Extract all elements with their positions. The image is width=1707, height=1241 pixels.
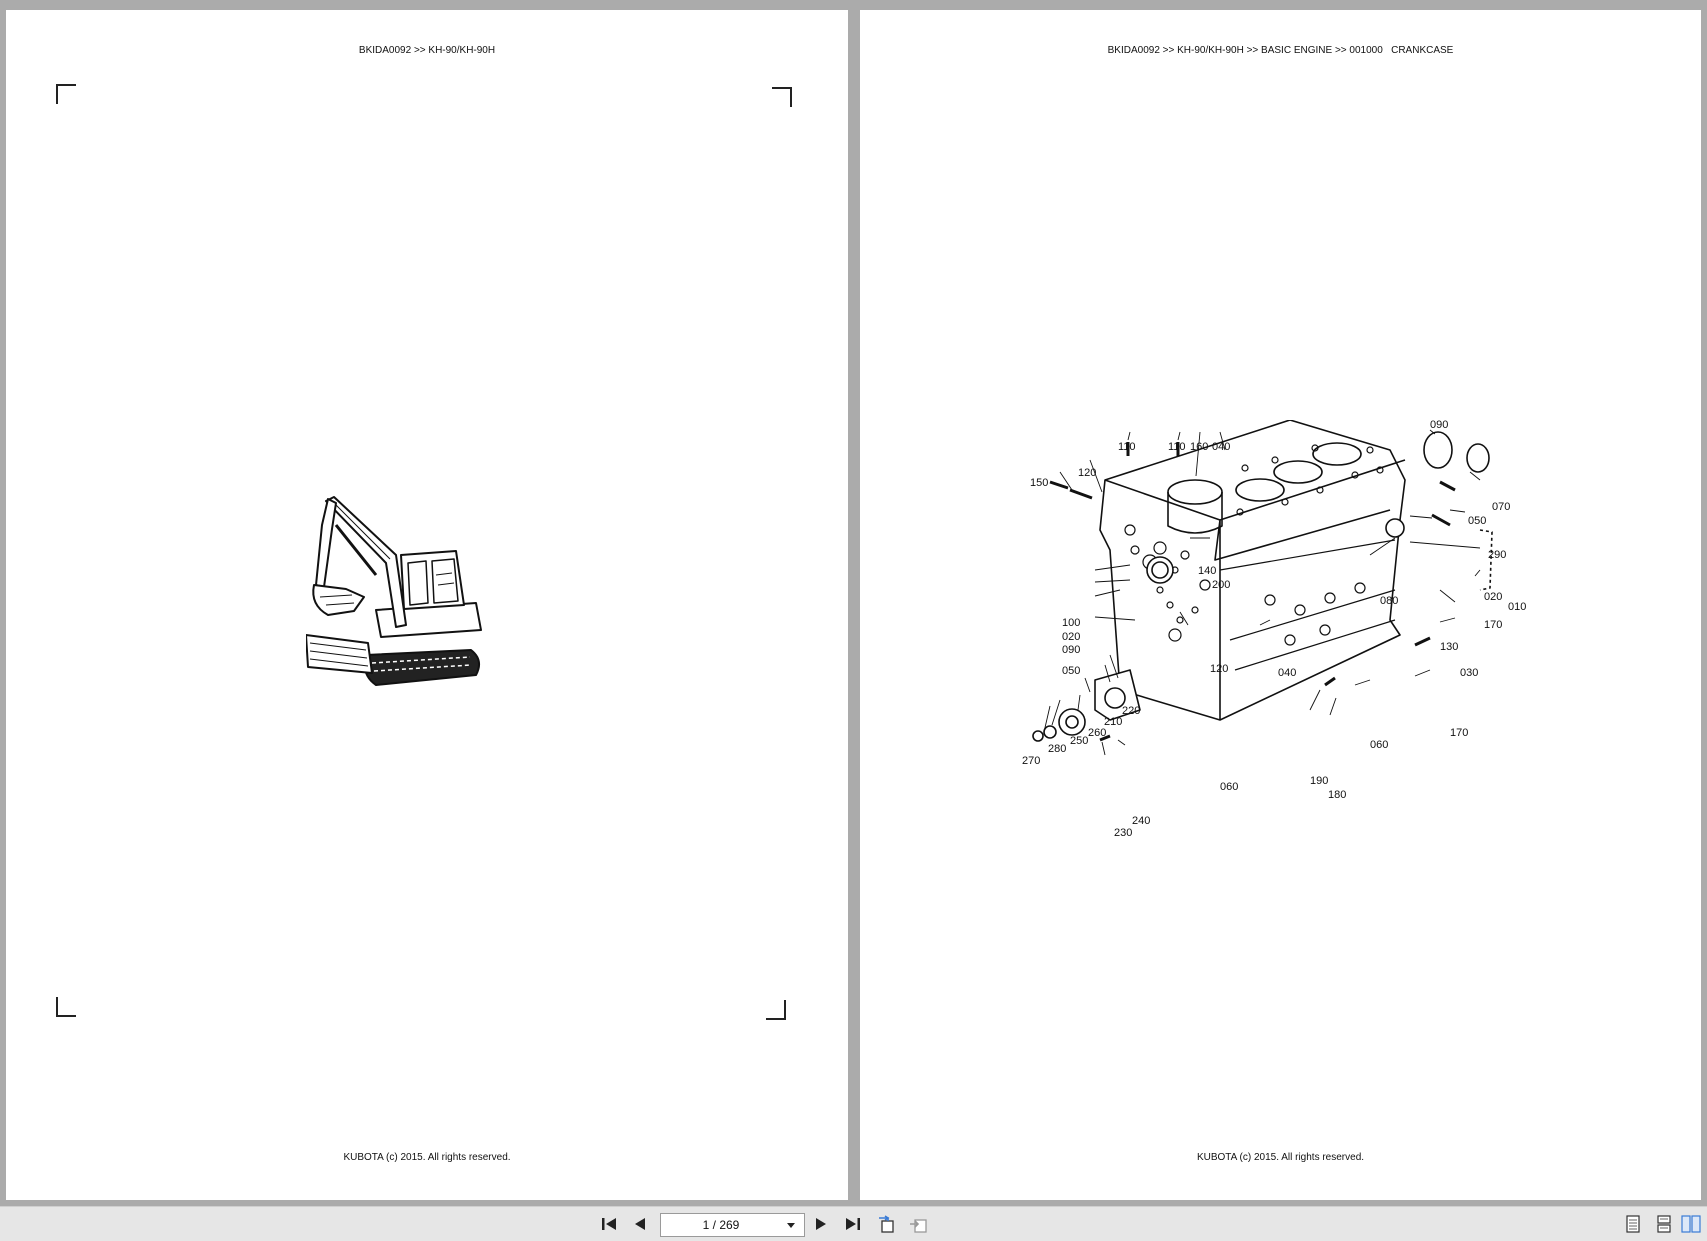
continuous-view-icon [1657, 1215, 1671, 1233]
callout-label: 040 [1278, 667, 1296, 679]
callout-label: 280 [1048, 743, 1066, 755]
callout-label: 010 [1508, 601, 1526, 613]
chevron-down-icon[interactable] [781, 1221, 801, 1229]
export-button[interactable] [907, 1213, 929, 1235]
callout-label: 110 [1118, 441, 1136, 453]
rotate-icon [879, 1215, 894, 1233]
last-page-icon [846, 1218, 860, 1230]
export-icon [910, 1219, 927, 1233]
callout-label: 210 [1104, 716, 1122, 728]
callout-label: 180 [1328, 789, 1346, 801]
crankcase-exploded-diagram: 090 110 110 160 040 120 150 070 050 290 … [1022, 420, 1526, 839]
callout-label: 130 [1440, 641, 1458, 653]
callout-label: 020 [1484, 591, 1502, 603]
callout-label: 070 [1492, 501, 1510, 513]
callout-label: 290 [1488, 549, 1506, 561]
callout-label: 270 [1022, 755, 1040, 767]
last-page-button[interactable] [842, 1213, 864, 1235]
previous-page-icon [635, 1218, 645, 1230]
callout-label: 090 [1062, 644, 1080, 656]
callout-label: 160 [1190, 441, 1208, 453]
callout-label: 100 [1062, 617, 1080, 629]
crop-mark-bottom-right [766, 1000, 786, 1020]
callout-label: 230 [1114, 827, 1132, 839]
document-page-left: BKIDA0092 >> KH-90/KH-90H [6, 10, 848, 1200]
first-page-icon [602, 1218, 616, 1230]
page-header: BKIDA0092 >> KH-90/KH-90H [358, 45, 496, 56]
crop-mark-bottom-left [56, 997, 76, 1017]
callout-label: 240 [1132, 815, 1150, 827]
page-footer: KUBOTA (c) 2015. All rights reserved. [343, 1152, 511, 1163]
callout-label: 250 [1070, 735, 1088, 747]
document-page-right: BKIDA0092 >> KH-90/KH-90H >> BASIC ENGIN… [860, 10, 1701, 1200]
callout-label: 120 [1210, 663, 1228, 675]
page-number-field[interactable] [660, 1213, 805, 1237]
continuous-view-button[interactable] [1653, 1213, 1675, 1235]
callout-label: 050 [1062, 665, 1080, 677]
callout-label: 110 [1168, 441, 1186, 453]
callout-label: 170 [1450, 727, 1468, 739]
callout-label: 080 [1380, 595, 1398, 607]
callout-label: 040 [1212, 441, 1230, 453]
callout-label: 060 [1370, 739, 1388, 751]
viewer-toolbar [0, 1206, 1707, 1241]
callout-label: 260 [1088, 727, 1106, 739]
callout-label: 190 [1310, 775, 1328, 787]
callout-label: 090 [1430, 420, 1448, 431]
callout-label: 120 [1078, 467, 1096, 479]
next-page-icon [816, 1218, 826, 1230]
callout-label: 200 [1212, 579, 1230, 591]
previous-page-button[interactable] [629, 1213, 651, 1235]
callout-label: 150 [1030, 477, 1048, 489]
callout-label: 140 [1198, 565, 1216, 577]
callout-label: 170 [1484, 619, 1502, 631]
single-page-view-icon [1626, 1215, 1640, 1233]
diagram-callouts: 090 110 110 160 040 120 150 070 050 290 … [1022, 420, 1526, 839]
crop-mark-top-left [56, 84, 76, 104]
single-page-view-button[interactable] [1622, 1213, 1644, 1235]
rotate-button[interactable] [875, 1213, 897, 1235]
two-page-view-icon [1681, 1215, 1701, 1233]
callout-label: 020 [1062, 631, 1080, 643]
excavator-illustration [306, 496, 482, 686]
first-page-button[interactable] [598, 1213, 620, 1235]
crop-mark-top-right [772, 87, 792, 107]
page-number-input[interactable] [661, 1215, 781, 1235]
two-page-view-button[interactable] [1680, 1213, 1702, 1235]
callout-label: 050 [1468, 515, 1486, 527]
next-page-button[interactable] [810, 1213, 832, 1235]
page-header: BKIDA0092 >> KH-90/KH-90H >> BASIC ENGIN… [1107, 45, 1454, 56]
callout-label: 220 [1122, 705, 1140, 717]
callout-label: 060 [1220, 781, 1238, 793]
page-footer: KUBOTA (c) 2015. All rights reserved. [1196, 1152, 1365, 1163]
callout-label: 030 [1460, 667, 1478, 679]
